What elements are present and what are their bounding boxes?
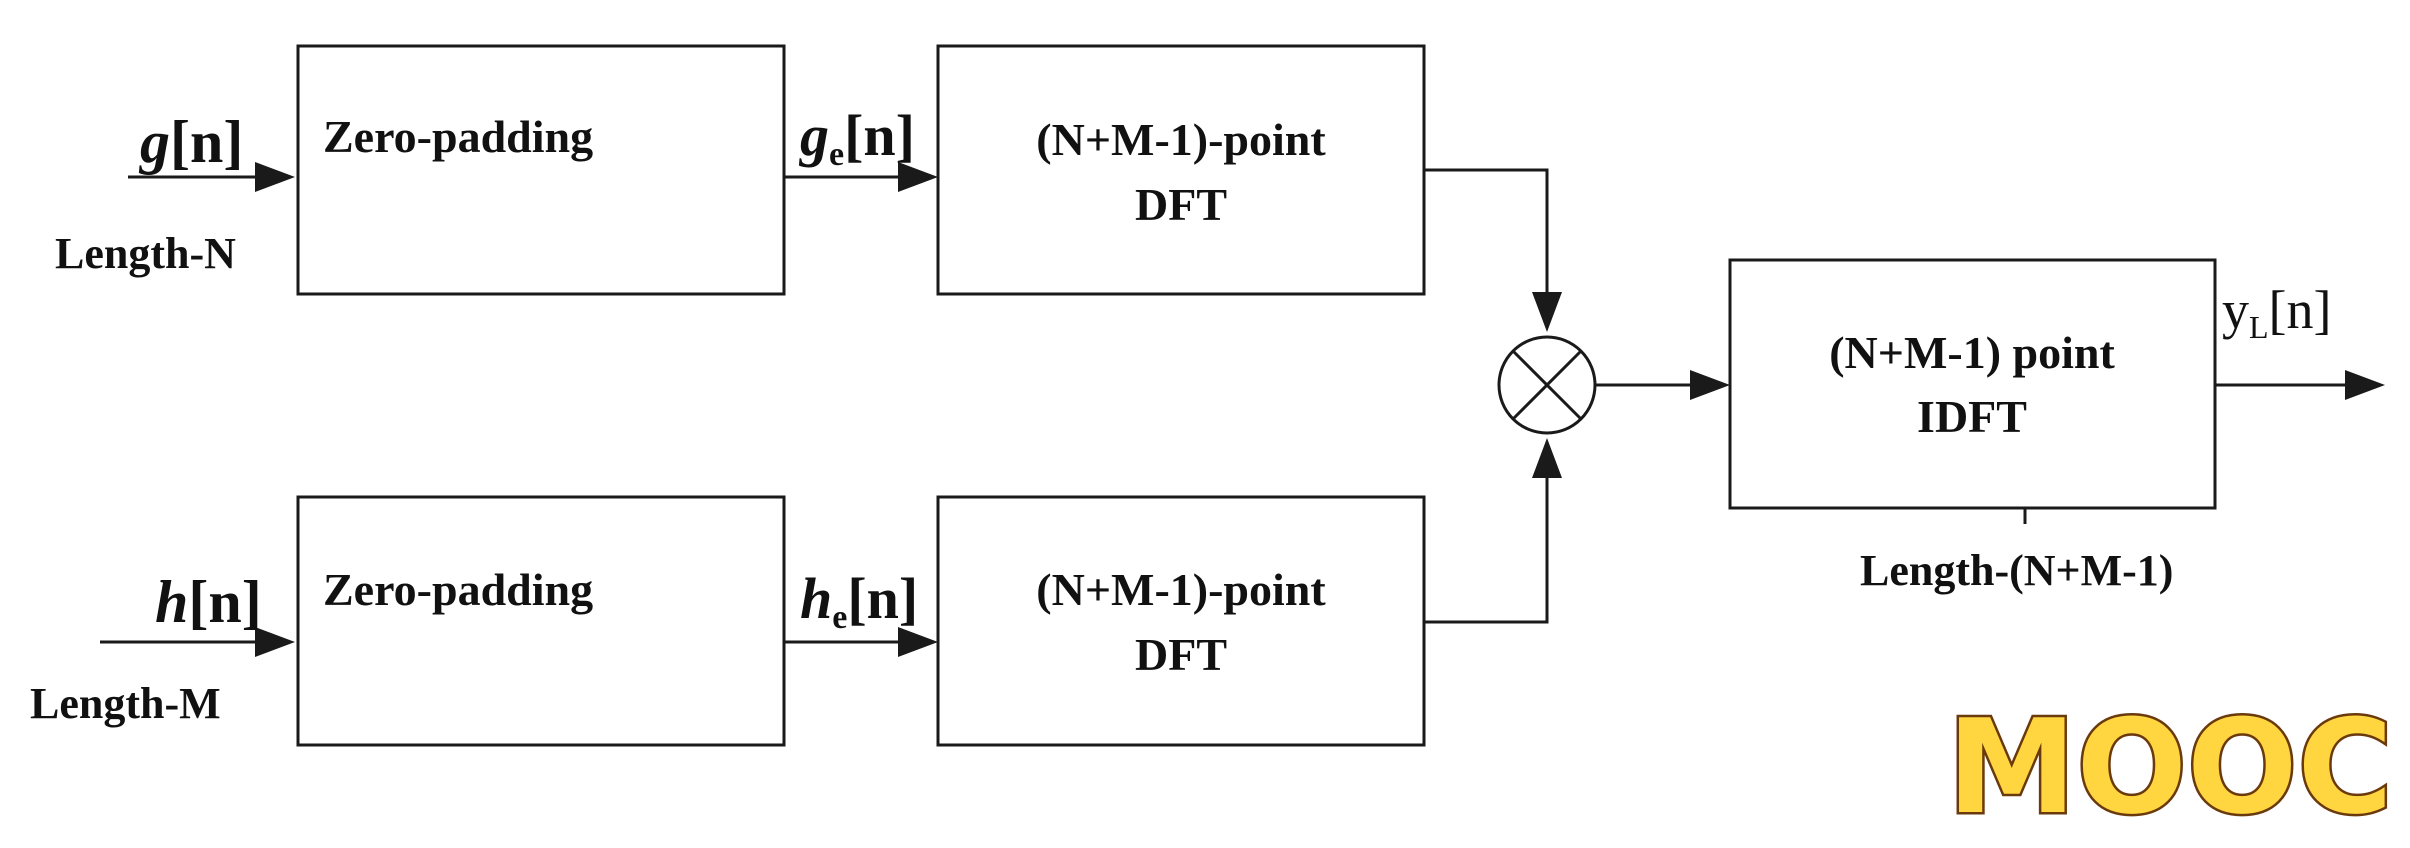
top-input-signal-label: g[n] bbox=[138, 109, 243, 175]
top-dft-output-wire bbox=[1424, 168, 1549, 300]
bottom-dft-label-line1: (N+M-1)-point bbox=[1036, 564, 1326, 615]
bottom-padded-signal-label: he[n] bbox=[800, 566, 918, 636]
bottom-dft-output-wire bbox=[1424, 470, 1549, 624]
top-padded-arrowhead bbox=[898, 162, 938, 192]
bottom-input-length-label: Length-M bbox=[30, 679, 221, 728]
bottom-dft-output-arrowhead bbox=[1532, 438, 1562, 478]
top-input-arrowhead bbox=[255, 162, 295, 192]
mooc-watermark-logo: MOOC bbox=[1947, 691, 2393, 843]
bottom-dft-label-line2: DFT bbox=[1135, 629, 1227, 680]
idft-length-label: Length-(N+M-1) bbox=[1860, 546, 2173, 595]
bottom-zero-padding-block bbox=[296, 495, 786, 747]
bottom-input-signal-label: h[n] bbox=[155, 569, 262, 635]
bottom-zero-padding-label: Zero-padding bbox=[323, 564, 593, 615]
output-signal-label: yL[n] bbox=[2222, 280, 2332, 345]
idft-label-line2: IDFT bbox=[1917, 391, 2027, 442]
bottom-input-arrowhead bbox=[255, 627, 295, 657]
multiplier-icon bbox=[1497, 335, 1597, 435]
multiplier-output-arrowhead bbox=[1690, 370, 1730, 400]
idft-block bbox=[1728, 258, 2217, 510]
idft-label-line1: (N+M-1) point bbox=[1829, 327, 2115, 378]
top-zero-padding-block bbox=[296, 44, 786, 296]
top-zero-padding-label: Zero-padding bbox=[323, 111, 593, 162]
bottom-padded-arrowhead bbox=[898, 627, 938, 657]
top-dft-output-arrowhead bbox=[1532, 292, 1562, 332]
output-arrowhead bbox=[2345, 370, 2385, 400]
top-dft-block bbox=[936, 44, 1426, 296]
top-padded-signal-label: ge[n] bbox=[798, 103, 915, 173]
top-input-length-label: Length-N bbox=[55, 229, 236, 278]
bottom-dft-block bbox=[936, 495, 1426, 747]
top-dft-label-line1: (N+M-1)-point bbox=[1036, 114, 1326, 165]
top-dft-label-line2: DFT bbox=[1135, 179, 1227, 230]
